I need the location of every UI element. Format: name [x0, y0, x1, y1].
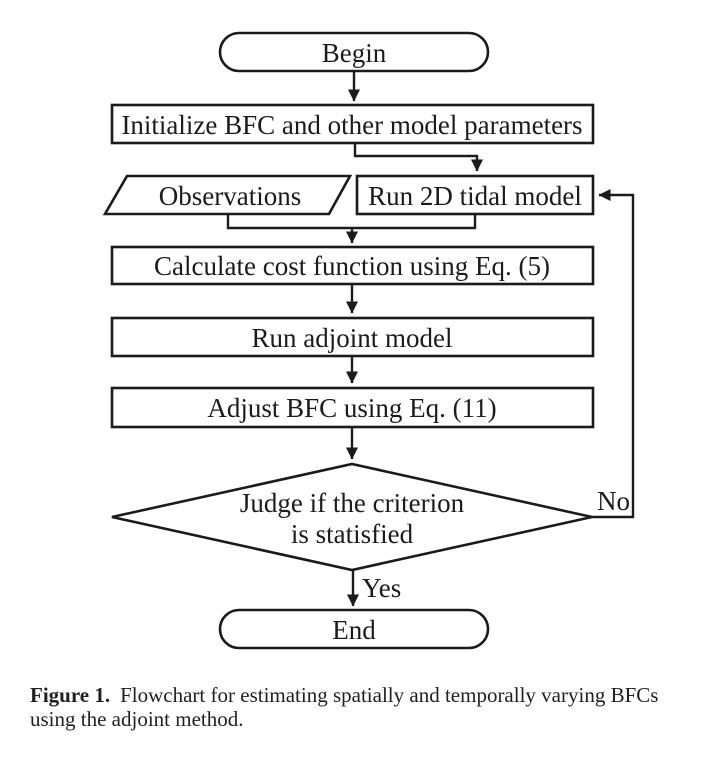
edge-initialize-runtidal	[353, 144, 483, 172]
begin-node	[218, 31, 490, 73]
calculate-label: Calculate cost function using Eq. (5)	[154, 251, 550, 281]
flowchart-figure: Begin Initialize BFC and other model par…	[102, 31, 635, 650]
figure-caption: Figure 1. Flowchart for estimating spatia…	[30, 683, 694, 731]
begin-label: Begin	[322, 38, 387, 68]
figure-caption-text-line2: using the adjoint method.	[30, 707, 244, 731]
no-edge-label: No	[597, 486, 630, 516]
edge-no-loop	[592, 189, 635, 519]
decision-label-line2: is statisfied	[291, 519, 414, 549]
initialize-node	[110, 103, 595, 145]
decision-label-line1: Judge if the criterion	[240, 488, 465, 518]
end-node	[218, 608, 490, 650]
run-adjoint-node	[110, 316, 595, 358]
run-tidal-label: Run 2D tidal model	[368, 181, 582, 211]
figure-caption-number: Figure 1.	[30, 683, 111, 707]
calculate-node	[110, 245, 595, 286]
observations-node	[102, 174, 353, 216]
run-adjoint-label: Run adjoint model	[252, 323, 453, 353]
edge-merge-bracket	[226, 214, 477, 230]
adjust-label: Adjust BFC using Eq. (11)	[207, 393, 496, 423]
run-tidal-node	[355, 174, 595, 216]
end-label: End	[332, 615, 376, 645]
observations-label: Observations	[159, 181, 301, 211]
initialize-label: Initialize BFC and other model parameter…	[121, 110, 582, 140]
figure-caption-text-line1: Flowchart for estimating spatially and t…	[120, 683, 659, 707]
adjust-node	[110, 386, 595, 429]
yes-edge-label: Yes	[362, 573, 401, 603]
